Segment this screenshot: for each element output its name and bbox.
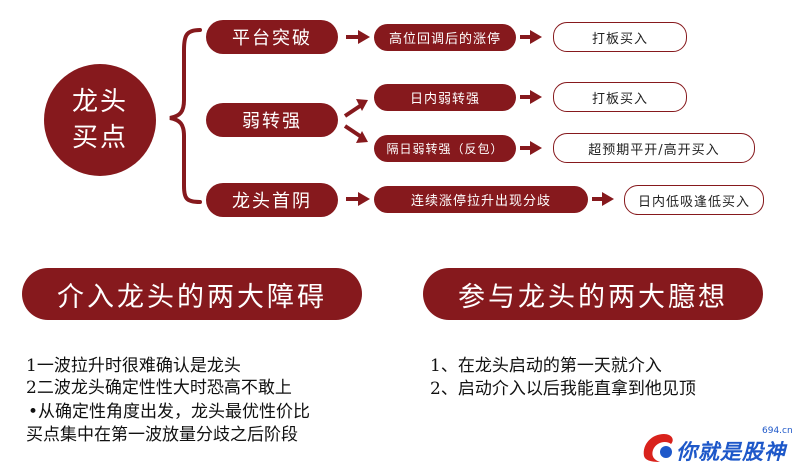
action-box: 打板买入 [553,82,687,112]
connector-lines [169,28,614,206]
obstacle-line: 买点集中在第一波放量分歧之后阶段 [26,425,298,445]
arrow-icon [358,192,370,206]
obstacle-line: 2二波龙头确定性性大时恐高不敢上 [26,378,292,398]
illusion-line: 1、在龙头启动的第一天就介入 [430,356,662,376]
banner-illusions: 参与龙头的两大臆想 [423,268,763,320]
arrow-icon [343,104,362,118]
arrow-icon [602,192,614,206]
illusion-line: 2、启动介入以后我能直拿到他见顶 [430,379,696,399]
branch-pill-weak-to-strong: 弱转强 [206,103,338,137]
arrow-icon [530,141,542,155]
banner-title: 介入龙头的两大障碍 [57,281,327,313]
branch-brace [169,28,202,204]
branch-label: 弱转强 [242,111,302,132]
action-box: 日内低吸逢低买入 [624,185,764,215]
action-box: 超预期平开/高开买入 [553,133,755,163]
banner-title: 参与龙头的两大臆想 [458,281,728,313]
condition-label: 日内弱转强 [409,92,480,107]
root-label-line2: 买点 [71,123,128,153]
branch-label: 平台突破 [232,28,312,49]
root-label-line1: 龙头 [71,87,128,117]
condition-label: 连续涨停拉升出现分歧 [410,194,551,209]
condition-pill: 连续涨停拉升出现分歧 [374,186,588,213]
condition-pill: 高位回调后的涨停 [374,24,516,51]
obstacle-line: •从确定性角度出发，龙头最优性价比 [28,402,311,422]
action-box: 打板买入 [553,22,687,52]
obstacle-line: 1一波拉升时很难确认是龙头 [26,356,241,376]
arrow-icon [530,90,542,104]
condition-label: 高位回调后的涨停 [388,32,501,47]
watermark-logo-icon [643,434,673,462]
arrow-icon [530,30,542,44]
action-label: 日内低吸逢低买入 [637,194,750,210]
branch-label: 龙头首阴 [232,191,312,212]
branch-pill-leader-first-yin: 龙头首阴 [206,183,338,217]
action-label: 打板买入 [591,31,648,47]
action-label: 打板买入 [591,91,648,107]
condition-pill: 隔日弱转强（反包） [374,135,516,162]
branch-pill-platform-breakout: 平台突破 [206,20,338,54]
banner-obstacles: 介入龙头的两大障碍 [22,268,362,320]
watermark-domain: 694.cn [762,426,793,436]
condition-pill: 日内弱转强 [374,84,516,111]
arrow-icon [356,99,368,111]
watermark-text: 你就是股神 [676,440,786,464]
arrow-icon [343,124,362,138]
arrow-icon [356,131,368,143]
root-node-circle: 龙头 买点 [44,64,156,176]
condition-label: 隔日弱转强（反包） [386,142,504,156]
arrow-icon [358,30,370,44]
action-label: 超预期平开/高开买入 [588,142,720,158]
